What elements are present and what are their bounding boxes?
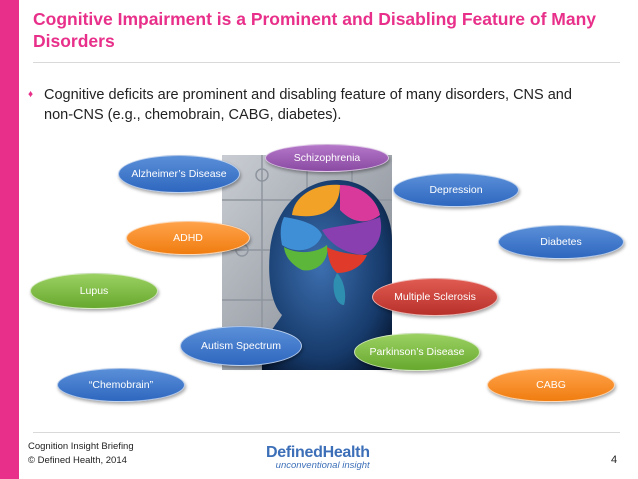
disorder-label: Lupus (74, 285, 115, 298)
disorder-label: Alzheimer’s Disease (125, 168, 232, 181)
disorder-label: “Chemobrain” (83, 379, 159, 392)
disorder-label: ADHD (167, 232, 209, 245)
defined-health-logo: DefinedHealth unconventional insight (266, 445, 370, 471)
logo-tagline: unconventional insight (266, 461, 370, 471)
accent-sidebar (0, 0, 19, 479)
disorder-depression: Depression (393, 173, 519, 207)
disorder-chemobrain: “Chemobrain” (57, 368, 185, 402)
disorder-label: Multiple Sclerosis (388, 291, 482, 304)
disorder-lupus: Lupus (30, 273, 158, 309)
footer-line-2: © Defined Health, 2014 (28, 454, 134, 468)
title-divider (33, 62, 620, 63)
disorder-adhd: ADHD (126, 221, 250, 255)
disorder-label: Depression (423, 184, 488, 197)
disorder-schizophrenia: Schizophrenia (265, 144, 389, 172)
disorder-label: CABG (530, 379, 572, 392)
disorder-multiple-sclerosis: Multiple Sclerosis (372, 278, 498, 316)
disorder-cabg: CABG (487, 368, 615, 402)
disorder-label: Autism Spectrum (195, 340, 287, 353)
disorder-label: Schizophrenia (288, 152, 367, 165)
disorder-autism: Autism Spectrum (180, 326, 302, 366)
diamond-bullet-icon: ♦ (28, 89, 33, 100)
logo-main-text: DefinedHealth (266, 445, 370, 461)
footer-line-1: Cognition Insight Briefing (28, 440, 134, 454)
page-number: 4 (611, 454, 617, 466)
bullet-text: Cognitive deficits are prominent and dis… (44, 85, 599, 125)
footer-text: Cognition Insight Briefing © Defined Hea… (28, 440, 134, 468)
slide-title: Cognitive Impairment is a Prominent and … (33, 8, 613, 52)
disorder-label: Parkinson’s Disease (364, 346, 471, 359)
disorder-alzheimers: Alzheimer’s Disease (118, 155, 240, 193)
disorder-label: Diabetes (534, 236, 587, 249)
disorder-diabetes: Diabetes (498, 225, 624, 259)
footer-divider (33, 432, 620, 433)
disorder-parkinsons: Parkinson’s Disease (354, 333, 480, 371)
